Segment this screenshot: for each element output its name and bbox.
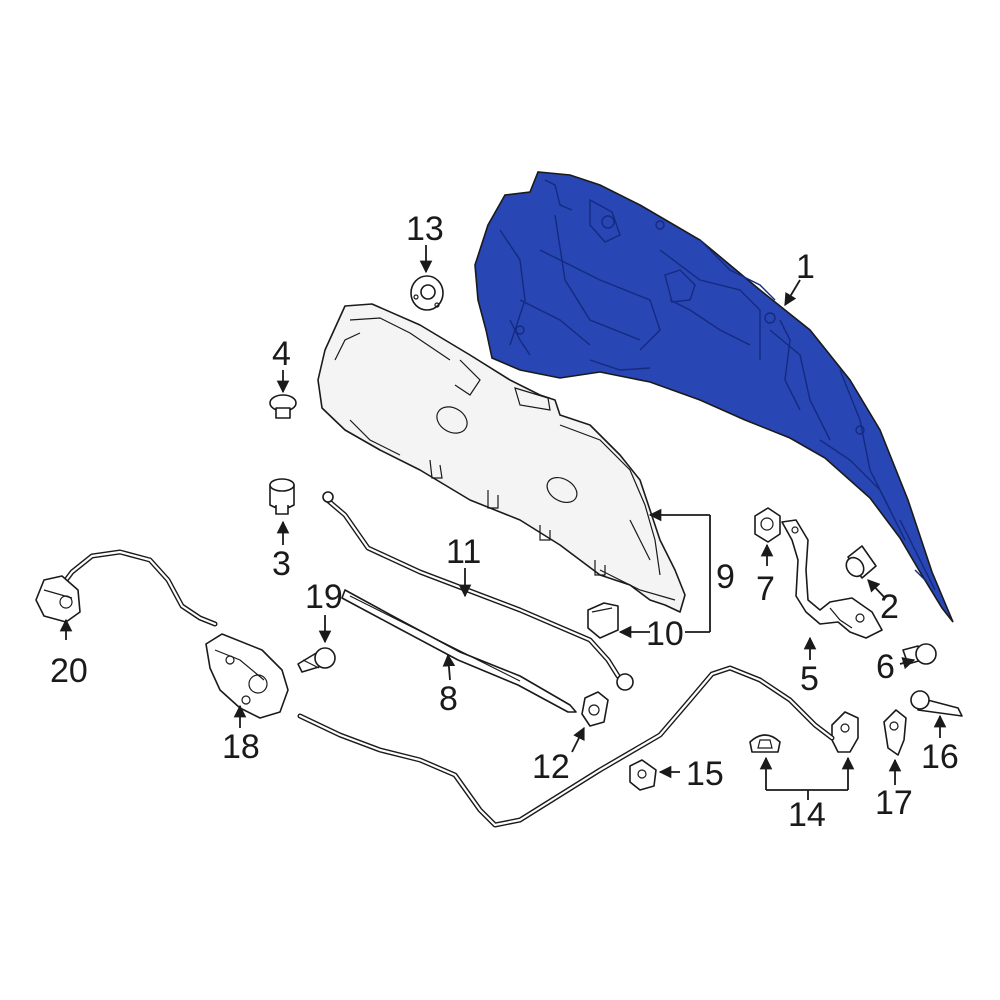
callout-3: 3: [272, 545, 291, 583]
callout-2: 2: [880, 588, 899, 626]
callout-8: 8: [439, 680, 458, 718]
hood-insulator[interactable]: [317, 303, 711, 633]
callout-11: 11: [446, 533, 481, 571]
callout-1: 1: [796, 248, 815, 286]
bolt-6[interactable]: [899, 643, 937, 670]
callout-16: 16: [921, 738, 959, 776]
callout-7: 7: [756, 570, 775, 608]
callout-5: 5: [800, 660, 819, 698]
push-pin-4[interactable]: [269, 370, 297, 419]
clip-12[interactable]: [571, 691, 609, 753]
hood-panel-shape: [474, 171, 954, 623]
nut-7[interactable]: [754, 507, 781, 566]
callout-labels: 1 2 3 4 5 6 7 8 9 10 11 12 13 14 15 16 1…: [50, 210, 959, 834]
hood-panel[interactable]: [474, 171, 954, 623]
callout-10: 10: [646, 615, 684, 653]
hood-seal-strip[interactable]: [341, 589, 577, 713]
clip-10[interactable]: [587, 602, 650, 639]
callout-17: 17: [875, 784, 913, 822]
callout-18: 18: [222, 728, 260, 766]
insulator-shape: [317, 303, 686, 613]
bumper-3[interactable]: [269, 478, 295, 545]
callout-6: 6: [876, 648, 895, 686]
hood-release-cable[interactable]: [297, 665, 835, 828]
striker-17[interactable]: [883, 709, 907, 785]
callout-13: 13: [406, 210, 444, 248]
callout-14: 14: [788, 796, 826, 834]
callout-4: 4: [272, 335, 291, 373]
release-handle[interactable]: [749, 711, 859, 800]
bumper-2[interactable]: [843, 545, 886, 599]
clip-15[interactable]: [629, 759, 680, 791]
grommet[interactable]: [410, 245, 444, 311]
callout-12: 12: [532, 748, 570, 786]
hood-prop-rod[interactable]: [322, 491, 634, 691]
callout-19: 19: [305, 578, 343, 616]
callout-9: 9: [716, 558, 735, 596]
bolt-16[interactable]: [910, 690, 963, 738]
callout-15: 15: [686, 755, 724, 793]
secondary-latch[interactable]: [35, 549, 218, 640]
bolt-19[interactable]: [297, 615, 336, 673]
hood-hinge[interactable]: [781, 519, 883, 660]
callout-20: 20: [50, 652, 88, 690]
hood-latch[interactable]: [205, 633, 289, 728]
